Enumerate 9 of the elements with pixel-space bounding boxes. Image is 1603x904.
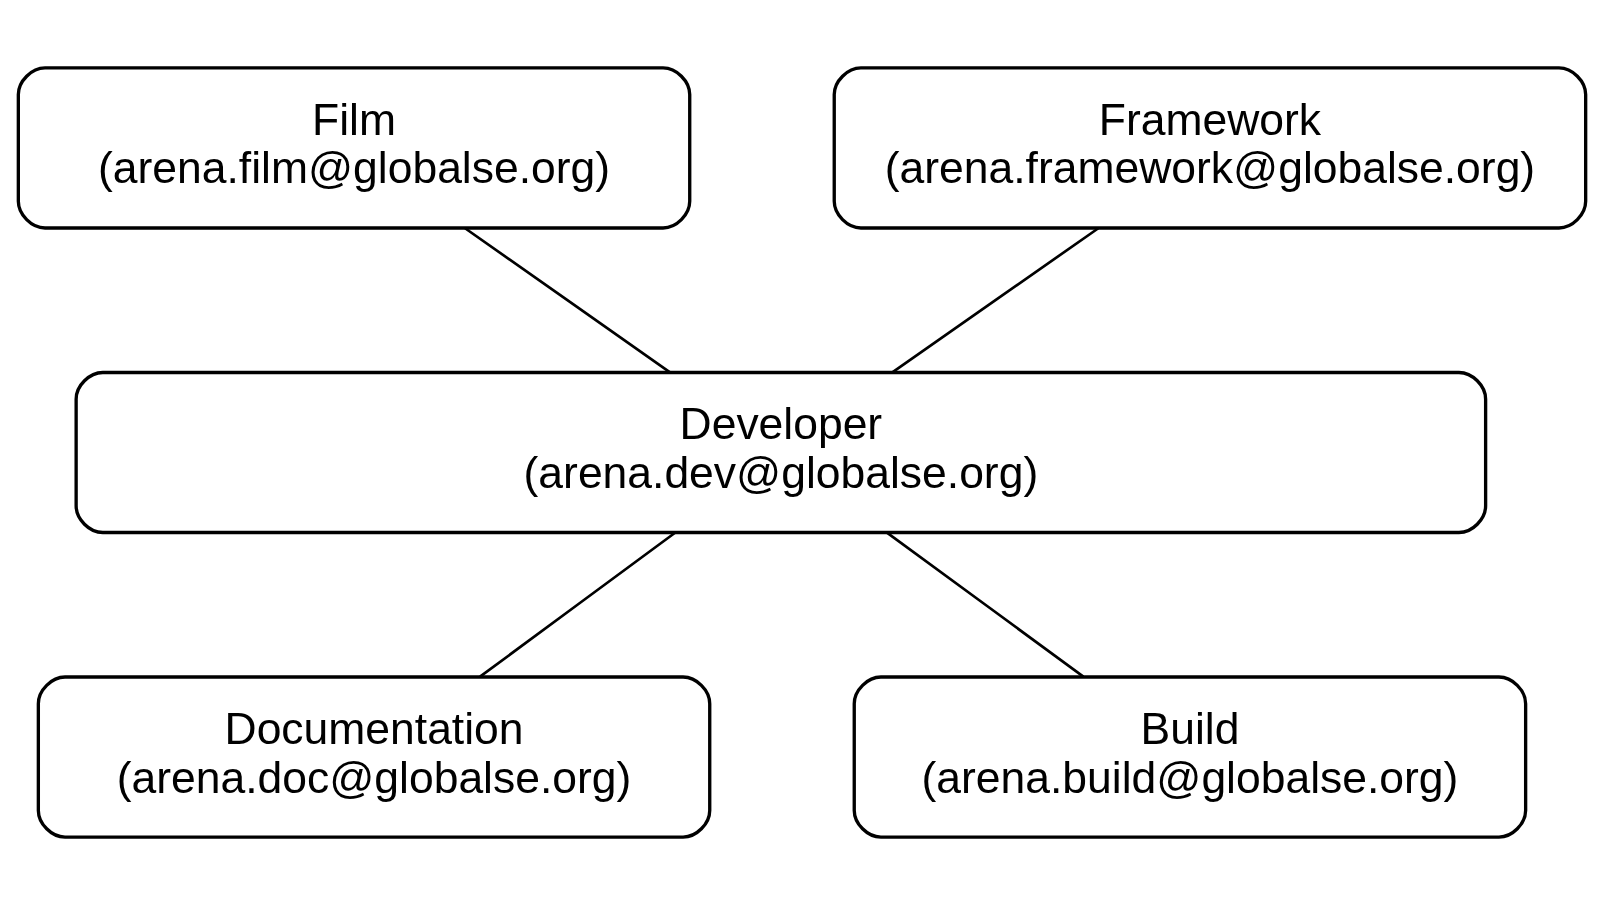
node-box: Framework (arena.framework@globalse.org): [832, 65, 1587, 230]
connector: [891, 226, 1099, 373]
node-box: Developer (arena.dev@globalse.org): [73, 370, 1487, 534]
connector: [463, 226, 670, 373]
connector: [886, 531, 1084, 678]
node-box: Build (arena.build@globalse.org): [852, 674, 1527, 839]
node-box: Documentation (arena.doc@globalse.org): [36, 674, 711, 839]
connector: [478, 531, 676, 678]
node-box: Film (arena.film@globalse.org): [16, 65, 691, 230]
